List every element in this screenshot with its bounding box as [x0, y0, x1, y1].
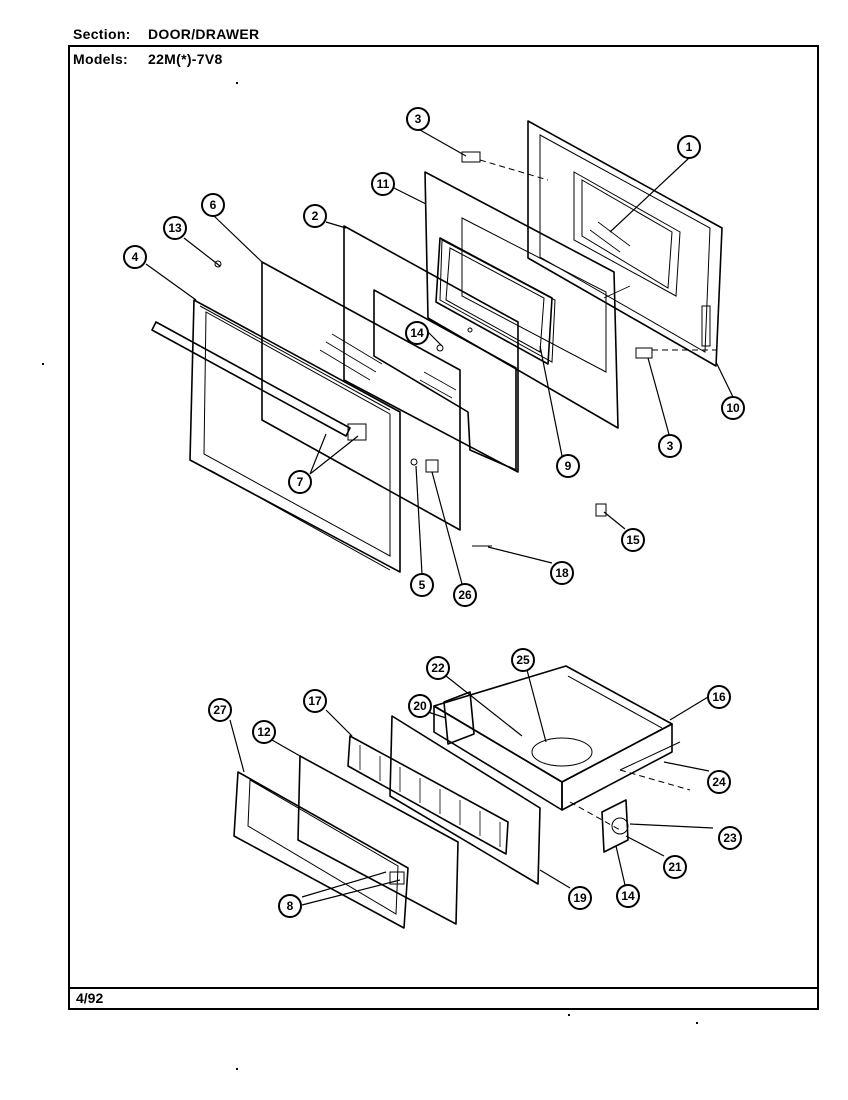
- svg-text:19: 19: [573, 891, 587, 905]
- svg-text:18: 18: [555, 566, 569, 580]
- svg-text:27: 27: [213, 703, 227, 717]
- svg-text:25: 25: [516, 653, 530, 667]
- callout-16: 16: [707, 685, 731, 709]
- svg-text:9: 9: [565, 459, 572, 473]
- callout-19: 19: [568, 886, 592, 910]
- callout-17: 17: [303, 689, 327, 713]
- svg-text:21: 21: [668, 860, 682, 874]
- part-hardware: [214, 151, 653, 547]
- svg-text:24: 24: [712, 775, 726, 789]
- part-drawer-body: [433, 665, 681, 811]
- svg-text:7: 7: [297, 475, 304, 489]
- callout-6: 6: [201, 193, 225, 217]
- callout-10: 10: [721, 396, 745, 420]
- part-drawer-roller: [601, 799, 629, 853]
- callout-12: 12: [252, 720, 276, 744]
- part-outer-door-frame: [189, 299, 401, 573]
- part-drawer-trim: [233, 771, 409, 929]
- footer-divider: [68, 987, 819, 989]
- callout-5: 5: [410, 573, 434, 597]
- models-label: Models:: [73, 51, 128, 67]
- callout-3-upper: 3: [406, 107, 430, 131]
- callout-2: 2: [303, 204, 327, 228]
- callout-14-lower: 14: [616, 884, 640, 908]
- callout-24: 24: [707, 770, 731, 794]
- part-window-frame: [435, 237, 631, 365]
- section-label: Section:: [73, 26, 131, 42]
- footer-date: 4/92: [76, 990, 104, 1006]
- callout-11: 11: [371, 172, 395, 196]
- svg-text:17: 17: [308, 694, 322, 708]
- part-insulation: [373, 289, 517, 471]
- leader-lines: [145, 129, 734, 906]
- callout-13: 13: [163, 216, 187, 240]
- svg-text:26: 26: [458, 588, 472, 602]
- callout-3-lower: 3: [658, 434, 682, 458]
- svg-text:3: 3: [667, 439, 674, 453]
- alignment-lines: [479, 159, 716, 831]
- svg-text:13: 13: [168, 221, 182, 235]
- callout-1: 1: [677, 135, 701, 159]
- section-value: DOOR/DRAWER: [148, 26, 260, 42]
- svg-text:10: 10: [726, 401, 740, 415]
- svg-text:15: 15: [626, 533, 640, 547]
- svg-text:14: 14: [410, 326, 424, 340]
- section-heading: Section: DOOR/DRAWER: [73, 26, 259, 42]
- part-door-handle: [151, 321, 367, 441]
- callout-15: 15: [621, 528, 645, 552]
- part-drawer-front: [389, 715, 541, 885]
- svg-text:12: 12: [257, 725, 271, 739]
- callout-8: 8: [278, 894, 302, 918]
- models-heading: Models: 22M(*)-7V8: [73, 51, 223, 67]
- part-outer-glass: [261, 261, 461, 531]
- scan-speck: [236, 82, 238, 84]
- svg-text:3: 3: [415, 112, 422, 126]
- callout-21: 21: [663, 855, 687, 879]
- part-drawer-insulation: [347, 735, 509, 855]
- svg-text:6: 6: [210, 198, 217, 212]
- svg-text:8: 8: [287, 899, 294, 913]
- callout-23: 23: [718, 826, 742, 850]
- callout-27: 27: [208, 698, 232, 722]
- callout-14-upper: 14: [405, 321, 429, 345]
- part-drawer-panel: [297, 755, 459, 925]
- svg-text:5: 5: [419, 578, 426, 592]
- svg-text:22: 22: [431, 661, 445, 675]
- svg-text:16: 16: [712, 690, 726, 704]
- scan-speck: [568, 1014, 570, 1016]
- callout-7: 7: [288, 470, 312, 494]
- diagram-frame: [68, 45, 819, 1010]
- callout-26: 26: [453, 583, 477, 607]
- svg-text:14: 14: [621, 889, 635, 903]
- callout-18: 18: [550, 561, 574, 585]
- part-inner-door-panel: [527, 120, 723, 367]
- svg-text:20: 20: [413, 699, 427, 713]
- callout-25: 25: [511, 648, 535, 672]
- part-glass-pane: [343, 225, 519, 473]
- svg-text:2: 2: [312, 209, 319, 223]
- scan-speck: [696, 1022, 698, 1024]
- models-value: 22M(*)-7V8: [148, 51, 223, 67]
- svg-text:4: 4: [132, 250, 139, 264]
- part-side-bracket: [443, 691, 475, 745]
- scan-speck: [236, 1068, 238, 1070]
- scan-speck: [42, 363, 44, 365]
- callout-20: 20: [408, 694, 432, 718]
- callout-22: 22: [426, 656, 450, 680]
- svg-text:11: 11: [377, 177, 390, 191]
- part-door-liner: [424, 171, 619, 429]
- svg-text:1: 1: [686, 140, 693, 154]
- svg-text:23: 23: [723, 831, 737, 845]
- callout-4: 4: [123, 245, 147, 269]
- callout-9: 9: [556, 454, 580, 478]
